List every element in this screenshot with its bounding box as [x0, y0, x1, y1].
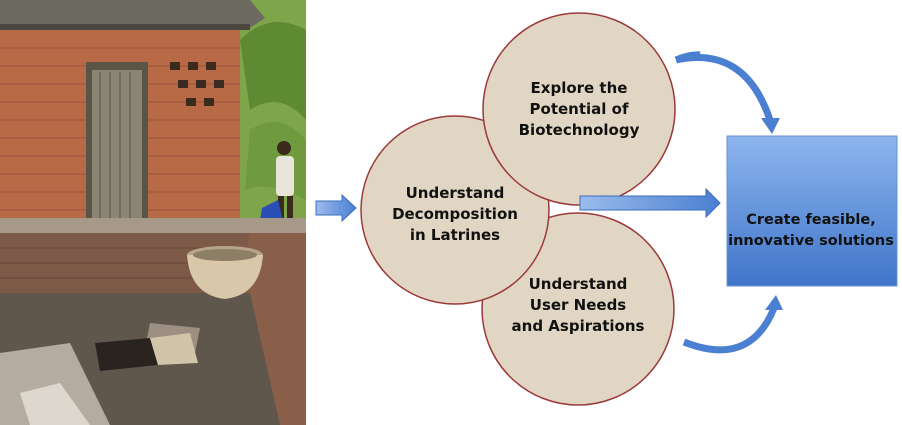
curved-arrow-top [675, 54, 774, 122]
result-box-label: Create feasible, innovative solutions [728, 212, 894, 249]
latrine-interior-photo [0, 233, 306, 425]
result-box [726, 135, 898, 287]
decomposition-label: Understand Decomposition in Latrines [392, 184, 518, 244]
curved-arrow-bottom [682, 306, 778, 354]
latrine-building-photo [0, 0, 306, 233]
explore-label: Explore the Potential of Biotechnology [518, 79, 640, 139]
input-arrow [315, 193, 357, 223]
main-arrow [579, 187, 721, 219]
user-needs-label: Understand User Needs and Aspirations [511, 275, 645, 335]
explore-circle [482, 12, 676, 206]
